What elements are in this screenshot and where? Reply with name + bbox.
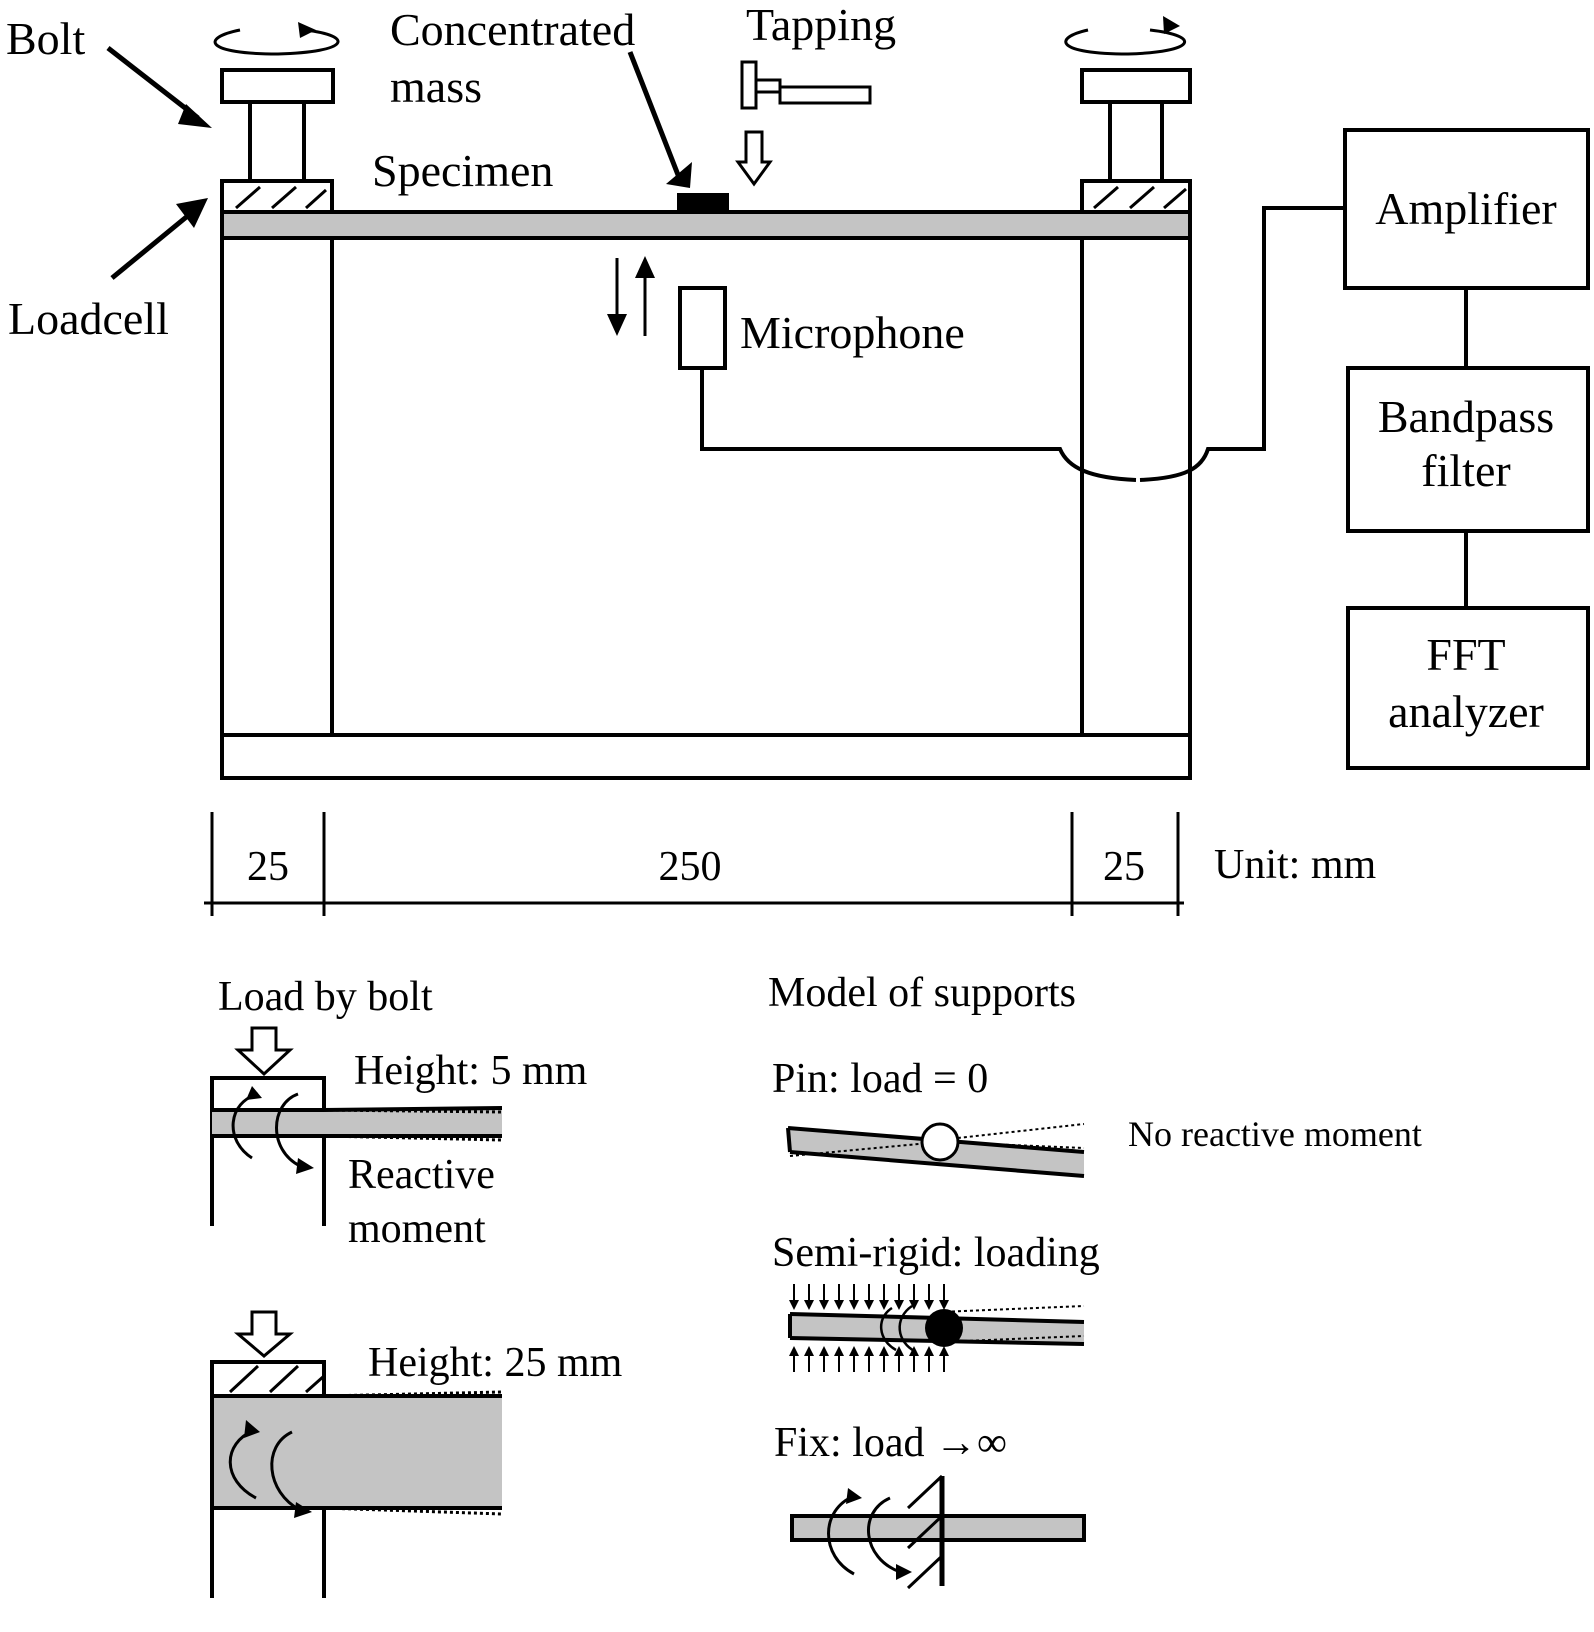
loadcell-hatch — [1093, 185, 1119, 210]
loadcell-hatch — [235, 185, 261, 210]
load-arrowhead-down — [879, 1300, 889, 1310]
reactive-label-1: Reactive — [348, 1152, 495, 1198]
microphone-label: Microphone — [740, 307, 965, 358]
specimen-25mm — [212, 1396, 502, 1508]
fft-analyzer-box — [1346, 606, 1590, 770]
loadcell-hatch — [1129, 185, 1155, 210]
right-rotation-arrowhead — [1163, 16, 1180, 34]
load-arrowhead-up — [864, 1346, 874, 1356]
loadcell-pointer-arrow — [110, 212, 192, 280]
fix-label: Fix: load →∞ — [774, 1420, 1007, 1466]
load-arrowhead-down — [834, 1300, 844, 1310]
loadcell-label: Loadcell — [8, 293, 169, 344]
right-support — [1064, 16, 1192, 214]
tap-down-arrow-icon — [735, 130, 773, 187]
left-rotation-arrow — [213, 28, 340, 56]
microphone-cable — [700, 368, 1137, 482]
load-arrowhead-up — [939, 1346, 949, 1356]
load-arrowhead-up — [894, 1346, 904, 1356]
right-loadcell — [1080, 179, 1192, 214]
right-bolt-head — [1080, 68, 1192, 104]
model-of-supports-title: Model of supports — [768, 970, 1076, 1016]
bandpass-label-1: Bandpass — [1378, 391, 1554, 442]
height-25mm-label: Height: 25 mm — [368, 1340, 623, 1386]
fft-label-2: analyzer — [1388, 686, 1544, 737]
mass-pointer-arrow — [627, 51, 683, 181]
specimen-5mm — [212, 1110, 502, 1136]
concentrated-mass — [677, 193, 729, 212]
specimen-label: Specimen — [372, 145, 553, 196]
loadcell-hatch — [1163, 187, 1187, 210]
concentrated-mass-label-1: Concentrated — [390, 4, 635, 55]
load-arrowhead-down — [804, 1300, 814, 1310]
load-arrowhead-down — [939, 1300, 949, 1310]
load-arrowhead-down — [909, 1300, 919, 1310]
fft-label-1: FFT — [1426, 629, 1505, 680]
reactive-moment-arrow — [275, 1092, 301, 1168]
vibration-arrows-icon — [607, 256, 655, 336]
pin-joint-icon — [920, 1122, 960, 1162]
load-arrowhead-up — [834, 1346, 844, 1356]
load-arrowhead-down — [864, 1300, 874, 1310]
load-arrowhead-down — [894, 1300, 904, 1310]
height-25mm-detail — [210, 1310, 503, 1598]
microphone-cable-crossover — [1139, 206, 1345, 482]
load-arrow-icon — [234, 1026, 294, 1077]
semi-rigid-joint-icon — [925, 1309, 963, 1347]
dim-left-label: 25 — [247, 844, 289, 890]
load-arrowhead-up — [924, 1346, 934, 1356]
load-by-bolt-title: Load by bolt — [218, 974, 433, 1020]
load-arrowhead-up — [849, 1346, 859, 1356]
specimen-bar — [220, 210, 1192, 240]
height-5mm-detail — [210, 1026, 503, 1226]
load-arrowhead-down — [819, 1300, 829, 1310]
loadcell-pointer-arrowhead — [176, 198, 208, 228]
load-arrowhead-up — [819, 1346, 829, 1356]
mass-pointer-arrowhead — [666, 162, 692, 188]
load-arrowhead-up — [909, 1346, 919, 1356]
tapping-label: Tapping — [746, 0, 896, 50]
concentrated-mass-label-2: mass — [390, 61, 482, 112]
left-support — [213, 22, 340, 214]
load-arrowhead-down — [789, 1300, 799, 1310]
fixed-support-model — [790, 1474, 1086, 1590]
unit-label: Unit: mm — [1214, 842, 1377, 888]
amplifier-label: Amplifier — [1375, 183, 1556, 234]
pin-label: Pin: load = 0 — [772, 1056, 988, 1102]
bolt-pointer-arrowhead — [178, 104, 212, 128]
fix-moment-arrow — [867, 1496, 901, 1574]
load-arrowhead-up — [804, 1346, 814, 1356]
no-reactive-label: No reactive moment — [1128, 1114, 1422, 1154]
pin-support-model — [786, 1122, 1085, 1178]
dimension-lines — [204, 812, 1184, 916]
fix-moment-arrow — [827, 1494, 855, 1576]
hammer-icon — [740, 60, 872, 110]
microphone-body — [678, 286, 727, 370]
loadcell-5mm — [210, 1076, 326, 1112]
left-bolt-head — [220, 68, 335, 104]
semi-rigid-support-model — [788, 1284, 1085, 1372]
load-arrowhead-up — [879, 1346, 889, 1356]
dim-right-label: 25 — [1103, 844, 1145, 890]
right-rotation-arrow — [1064, 28, 1187, 56]
loadcell-hatch — [304, 188, 328, 210]
reactive-moment-arrow — [270, 1430, 301, 1512]
reactive-label-2: moment — [348, 1206, 486, 1252]
bandpass-label-2: filter — [1421, 445, 1510, 496]
left-rotation-arrowhead — [298, 22, 316, 38]
load-arrowhead-down — [924, 1300, 934, 1310]
bolt-label: Bolt — [6, 13, 85, 64]
semi-rigid-label: Semi-rigid: loading — [772, 1230, 1100, 1276]
bolt-pointer-arrow — [106, 46, 200, 120]
load-arrowhead-up — [789, 1346, 799, 1356]
dim-middle-label: 250 — [659, 844, 722, 890]
height-5mm-label: Height: 5 mm — [354, 1048, 588, 1094]
left-loadcell — [220, 179, 334, 214]
load-arrow-icon — [233, 1310, 295, 1358]
load-arrowhead-down — [849, 1300, 859, 1310]
loadcell-hatch — [271, 185, 297, 210]
